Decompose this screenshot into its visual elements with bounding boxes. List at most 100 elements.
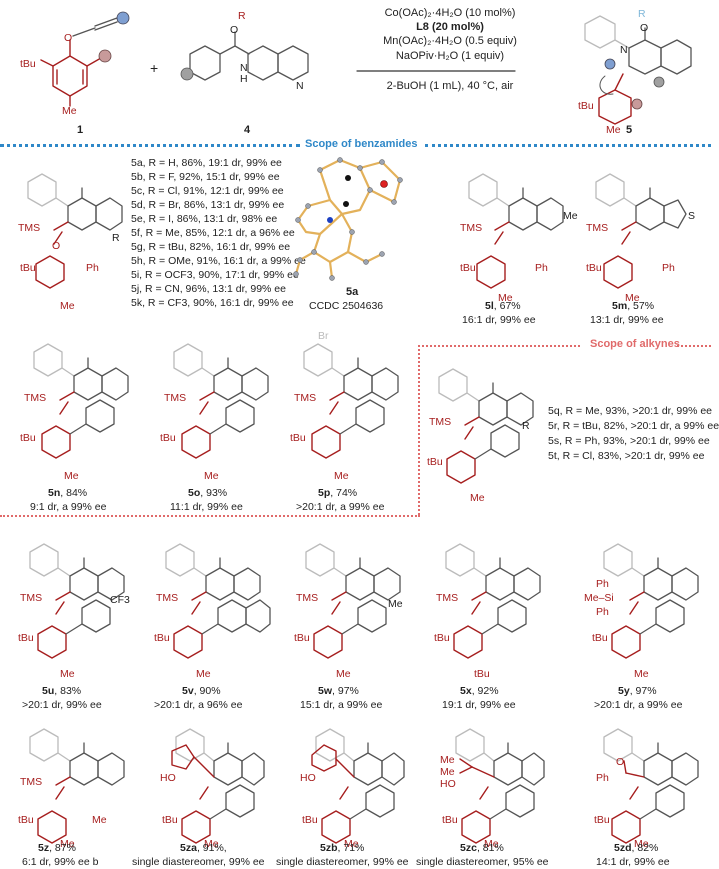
- 5n-tbu: tBu: [20, 432, 36, 444]
- 5x-tbu-bottom: tBu: [474, 668, 490, 680]
- alkyne-core-r: R: [522, 420, 530, 432]
- 5z-me: Me: [60, 838, 75, 850]
- alkyne-list-5s: 5s, R = Ph, 93%, >20:1 dr, 99% ee: [548, 435, 710, 447]
- 5y-label: 5y, 97%: [618, 685, 657, 697]
- benzamide-list-5a: 5a, R = H, 86%, 19:1 dr, 99% ee: [131, 157, 282, 169]
- 5zb-id: 5zb: [320, 842, 338, 854]
- 5u-me: Me: [60, 668, 75, 680]
- alkyne-core-tbu: tBu: [427, 456, 443, 468]
- 5zc-me-mid: Me: [440, 766, 455, 778]
- 5v-me: Me: [196, 668, 211, 680]
- 5zb-yield: , 71%: [337, 842, 365, 854]
- 5w-id: 5w: [318, 685, 333, 697]
- alkyne-core-tms: TMS: [429, 416, 452, 428]
- 5l-yield: , 67%: [493, 300, 521, 312]
- 5y-tbu: tBu: [592, 632, 608, 644]
- 5z-id: 5z: [38, 842, 50, 854]
- 5n-label: 5n, 84%: [48, 487, 87, 499]
- 5n-yield: , 84%: [60, 487, 88, 499]
- 5y-selectivity: >20:1 dr, a 99% ee: [594, 699, 683, 711]
- 5za-ho: HO: [160, 772, 176, 784]
- 5x-id: 5x: [460, 685, 472, 697]
- 5l-tms: TMS: [460, 222, 483, 234]
- 5p-tms: TMS: [294, 392, 317, 404]
- 5u-cf3: CF3: [110, 594, 130, 606]
- reactant-1-o-atom: O: [64, 32, 73, 44]
- 5y-structure: [603, 543, 699, 659]
- 5n-selectivity: 9:1 dr, a 99% ee: [30, 501, 107, 513]
- benzamide-core-structure: [27, 173, 123, 289]
- 5v-tbu: tBu: [154, 632, 170, 644]
- 5n-tms: TMS: [24, 392, 47, 404]
- 5z-structure: [29, 728, 125, 844]
- 5a-k-me: Me: [60, 300, 75, 312]
- 5zd-yield: , 82%: [631, 842, 659, 854]
- 5zc-selectivity: single diastereomer, 95% ee: [416, 856, 549, 868]
- 5x-tms: TMS: [436, 592, 459, 604]
- 5o-id: 5o: [188, 487, 201, 499]
- 5zd-o: O: [616, 756, 625, 768]
- 5a-k-o: O: [52, 240, 61, 252]
- benzamide-list-5h: 5h, R = OMe, 91%, 16:1 dr, a 99% ee: [131, 255, 306, 267]
- 5zc-me-top: Me: [440, 754, 455, 766]
- 5w-tbu: tBu: [294, 632, 310, 644]
- 5m-me: Me: [625, 292, 640, 304]
- 5u-structure: [29, 543, 125, 659]
- alkynes-divider-vertical: [418, 345, 420, 515]
- 5zd-label: 5zd, 82%: [614, 842, 658, 854]
- 5m-tms: TMS: [586, 222, 609, 234]
- 5o-me: Me: [204, 470, 219, 482]
- 5w-selectivity: 15:1 dr, a 99% ee: [300, 699, 383, 711]
- 5w-me: Me: [336, 668, 351, 680]
- 5zb-ho: HO: [300, 772, 316, 784]
- reactant-1-tbu: tBu: [20, 58, 36, 70]
- 5zc-yield: , 81%: [476, 842, 504, 854]
- reaction-arrow: [356, 70, 516, 72]
- crystal-ccdc: CCDC 2504636: [309, 300, 384, 312]
- 5x-label: 5x, 92%: [460, 685, 499, 697]
- 5za-id: 5za: [180, 842, 197, 854]
- 5x-yield: , 92%: [471, 685, 499, 697]
- 5zb-tbu: tBu: [302, 814, 318, 826]
- 5a-k-r: R: [112, 232, 120, 244]
- 5l-selectivity: 16:1 dr, 99% ee: [462, 314, 536, 326]
- benzamides-title: Scope of benzamides: [305, 138, 418, 150]
- 5zd-id: 5zd: [614, 842, 632, 854]
- 5y-id: 5y: [618, 685, 630, 697]
- 5m-selectivity: 13:1 dr, 99% ee: [590, 314, 664, 326]
- benzamides-divider-left: [0, 144, 300, 147]
- 5m-ph: Ph: [662, 262, 675, 274]
- 5za-label: 5za, 91%,: [180, 842, 227, 854]
- 5u-label: 5u, 83%: [42, 685, 81, 697]
- 5zd-me: Me: [634, 838, 649, 850]
- 5y-yield: , 97%: [629, 685, 657, 697]
- reactant-4-quinoline-n: N: [296, 80, 304, 92]
- product-5-o-carbonyl: O: [640, 22, 649, 34]
- product-5-tbu: tBu: [578, 100, 594, 112]
- 5zc-tbu: tBu: [442, 814, 458, 826]
- reactant-4-h: H: [240, 73, 248, 85]
- 5x-structure: [445, 543, 541, 659]
- 5w-tms: TMS: [296, 592, 319, 604]
- benzamide-list-5e: 5e, R = I, 86%, 13:1 dr, 98% ee: [131, 213, 278, 225]
- 5z-label: 5z, 87%: [38, 842, 76, 854]
- conditions-line-4: NaOPiv·H₂O (1 equiv): [395, 50, 505, 62]
- 5m-tbu: tBu: [586, 262, 602, 274]
- 5l-tbu: tBu: [460, 262, 476, 274]
- 5p-me: Me: [334, 470, 349, 482]
- 5x-tbu: tBu: [434, 632, 450, 644]
- 5u-id: 5u: [42, 685, 55, 697]
- benzamide-list-5g: 5g, R = tBu, 82%, 16:1 dr, 99% ee: [131, 241, 291, 253]
- alkyne-list-5q: 5q, R = Me, 93%, >20:1 dr, 99% ee: [548, 405, 713, 417]
- 5z-tbu: tBu: [18, 814, 34, 826]
- 5n-me: Me: [64, 470, 79, 482]
- 5v-selectivity: >20:1 dr, a 96% ee: [154, 699, 243, 711]
- 5v-tms: TMS: [156, 592, 179, 604]
- 5za-structure: [171, 728, 265, 844]
- 5m-label: 5m, 57%: [612, 300, 654, 312]
- benzamide-list-5j: 5j, R = CN, 96%, 13:1 dr, 99% ee: [131, 283, 286, 295]
- 5zb-label: 5zb, 71%: [320, 842, 364, 854]
- 5u-yield: , 83%: [54, 685, 82, 697]
- 5p-selectivity: >20:1 dr, a 99% ee: [296, 501, 385, 513]
- benzamide-list-5c: 5c, R = Cl, 91%, 12:1 dr, 99% ee: [131, 185, 284, 197]
